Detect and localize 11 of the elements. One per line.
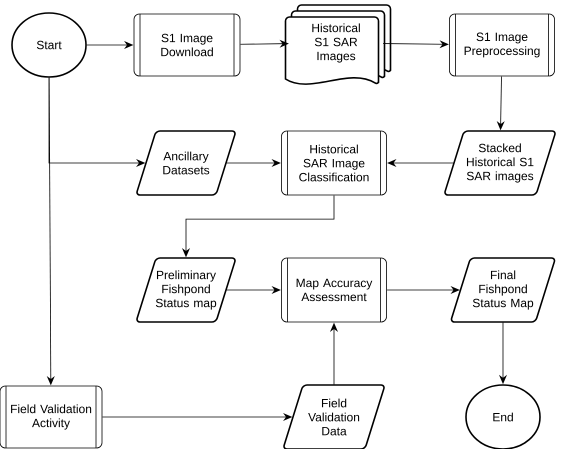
data-parallelogram: Ancillary Datasets [136, 130, 236, 196]
data-parallelogram: Preliminary Fishpond Status map [136, 257, 236, 323]
data-parallelogram: Field Validation Data [283, 384, 385, 449]
process-box: Map Accuracy Assessment [281, 258, 387, 322]
process-box: S1 Image Download [134, 14, 240, 76]
data-parallelogram: Final Fishpond Status Map [450, 257, 556, 323]
process-box: S1 Image Preprocessing [449, 14, 555, 76]
process-box: Historical SAR Image Classification [281, 130, 387, 196]
process-box: Field Validation Activity [0, 386, 102, 448]
document-stack: Historical S1 SAR Images [284, 4, 392, 85]
data-parallelogram: Stacked Historical S1 SAR images [444, 130, 556, 196]
